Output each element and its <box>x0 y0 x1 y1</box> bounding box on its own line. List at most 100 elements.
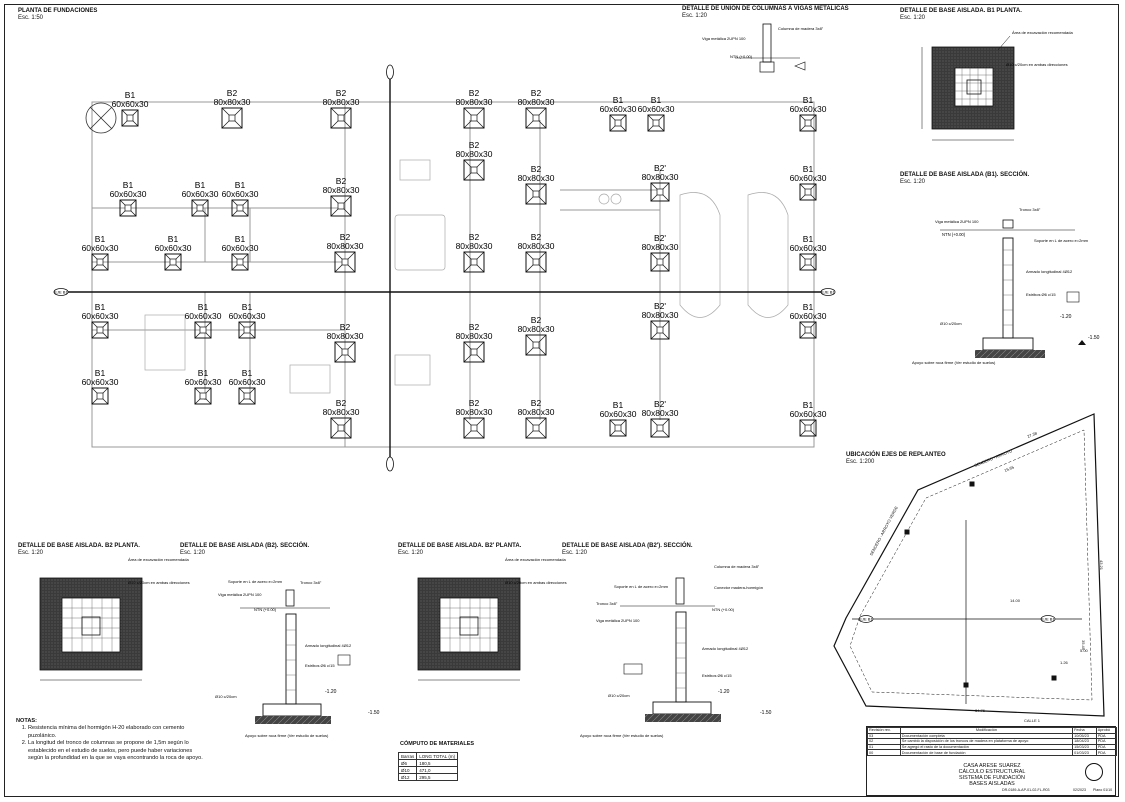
site-dim-5: 43.21 <box>1099 560 1104 571</box>
column-section <box>96 392 104 400</box>
footing-b2 <box>525 334 547 356</box>
footing-b1 <box>609 114 627 132</box>
footing-b2 <box>463 107 485 129</box>
column-section <box>614 119 622 127</box>
footing-b2 <box>330 195 352 217</box>
footing-dimension: 80x80x30 <box>456 97 493 107</box>
plan-walls <box>91 101 815 448</box>
footing-dimension: 80x80x30 <box>518 241 555 251</box>
footing-label: B1 <box>613 400 624 410</box>
footing-b2 <box>525 251 547 273</box>
footing-dimension: 80x80x30 <box>642 242 679 252</box>
site-street-a: SENDERO - ARROYO <box>974 448 1013 468</box>
b1-section-title: DETALLE DE BASE AISLADA (B1). SECCIÓN.Es… <box>900 172 1030 185</box>
footing-b1 <box>647 114 665 132</box>
footing-dimension: 60x60x30 <box>229 311 266 321</box>
b2-section-detail: Soporte en L de acero e=2mm Viga metálic… <box>215 579 380 738</box>
column-section <box>532 114 540 122</box>
footing-b1 <box>119 199 137 217</box>
column-section <box>243 392 251 400</box>
footing-dimension: 80x80x30 <box>518 407 555 417</box>
footing-dimension: 60x60x30 <box>185 377 222 387</box>
level-150-b1: -1.50 <box>1088 335 1100 341</box>
callout-tronco-b2: Tronco 3x8" <box>300 580 322 585</box>
footing-dimension: 80x80x30 <box>642 310 679 320</box>
note-item: La longitud del tronco de columnas se pr… <box>28 740 206 762</box>
b2p-plan-detail: Área de excavación recomendada Ø10 c/20c… <box>417 557 567 681</box>
callout-soporte-b2p: Soporte en L de acero e=2mm <box>614 584 669 589</box>
callout-columna-union: Columna de madera 3x8" <box>778 26 824 31</box>
column-section <box>243 326 251 334</box>
callout-apoyo-b2p: Apoyo sobre roca firme (Ver estudio de s… <box>580 733 664 738</box>
column-section <box>656 424 664 432</box>
footing-label: B1 <box>95 368 106 378</box>
column-section <box>236 258 244 266</box>
footing-b1 <box>799 253 817 271</box>
footing-label: B2' <box>654 399 666 409</box>
footing-label: B2 <box>336 88 347 98</box>
site-axis-tag-b1-right <box>1040 615 1056 623</box>
column-section <box>228 114 236 122</box>
footing-dimension: 60x60x30 <box>790 243 827 253</box>
footing-dimension: 60x60x30 <box>112 99 149 109</box>
column-section <box>199 326 207 334</box>
footing-p <box>650 252 670 272</box>
callout-viga-union: Viga metálica 2UPN 100 <box>702 36 746 41</box>
footing-markers: B160x60x30B280x80x30B280x80x30B280x80x30… <box>82 88 827 439</box>
footing-label: B2 <box>531 232 542 242</box>
plan-furniture <box>144 159 789 394</box>
callout-estribos-b2p: Estribos Ø6 c/15 <box>702 673 732 678</box>
site-mark <box>85 102 117 134</box>
callout-viga-b2p: Viga metálica 2UPN 100 <box>596 618 640 623</box>
level-120-b2p: -1.20 <box>718 689 730 695</box>
footing-b2 <box>221 107 243 129</box>
b2-plan-detail: Área de excavación recomendada Ø10 c/20c… <box>39 557 190 681</box>
column-section <box>614 424 622 432</box>
footing-b1 <box>799 419 817 437</box>
column-section <box>470 114 478 122</box>
column-section <box>341 258 349 266</box>
footing-dimension: 60x60x30 <box>229 377 266 387</box>
footing-b1 <box>191 199 209 217</box>
footing-label: B1 <box>123 180 134 190</box>
b1-plan-detail: Área de excavación recomendada Ø10 c/20c… <box>921 30 1073 141</box>
b1-plan-title: DETALLE DE BASE AISLADA. B1 PLANTA.Esc. … <box>900 8 1022 21</box>
footing-label: B1 <box>198 302 209 312</box>
footing-label: B1 <box>235 234 246 244</box>
footing-b2 <box>463 159 485 181</box>
footing-label: B1 <box>613 95 624 105</box>
footing-label: B2 <box>340 232 351 242</box>
footing-dimension: 80x80x30 <box>518 173 555 183</box>
footing-b2 <box>463 417 485 439</box>
footing-dimension: 80x80x30 <box>642 408 679 418</box>
footing-label: B1 <box>235 180 246 190</box>
column-section <box>532 341 540 349</box>
footing-label: B1 <box>168 234 179 244</box>
footing-b1 <box>91 253 109 271</box>
footing-b1 <box>231 199 249 217</box>
callout-phibase-b1: Ø10 c/20cm <box>940 321 962 326</box>
column-section <box>341 348 349 356</box>
materials-header-cell: LONG TOTAL (m) <box>416 752 459 760</box>
footing-b1 <box>799 114 817 132</box>
column-section <box>470 348 478 356</box>
column-section <box>532 258 540 266</box>
footing-label: B2 <box>469 140 480 150</box>
drawing-sheet-number: Plano 01/10 <box>1093 788 1113 792</box>
footing-label: B1 <box>803 95 814 105</box>
column-section <box>804 424 812 432</box>
axis-tag-b2-top <box>386 64 394 80</box>
site-axis-label-b1: EJE B1 <box>859 617 873 622</box>
callout-armado-b2: Armado longitudinal 4Ø12 <box>305 643 352 648</box>
footing-dimension: 60x60x30 <box>638 104 675 114</box>
footing-dimension: 80x80x30 <box>323 407 360 417</box>
footing-dimension: 80x80x30 <box>518 324 555 334</box>
footing-label: B1 <box>195 180 206 190</box>
column-section <box>470 424 478 432</box>
column-section <box>804 258 812 266</box>
column-section <box>196 204 204 212</box>
sheet-frame <box>4 4 1119 797</box>
footing-b1 <box>238 321 256 339</box>
column-section <box>124 204 132 212</box>
